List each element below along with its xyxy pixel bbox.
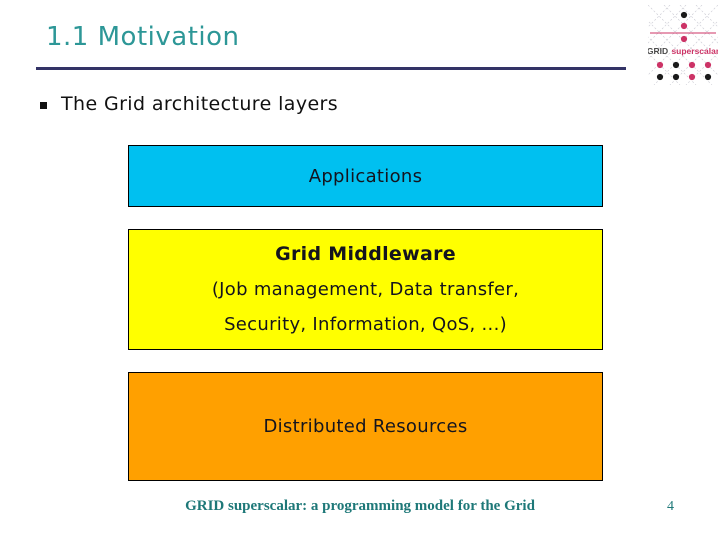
logo-bottom-dots (656, 61, 712, 81)
logo-top-dots (680, 11, 688, 43)
bullet-text: The Grid architecture layers (61, 93, 339, 115)
page-number: 4 (667, 499, 674, 514)
bullet-item: The Grid architecture layers (40, 93, 338, 115)
resources-label: Distributed Resources (263, 416, 468, 437)
middleware-line-2: (Job management, Data transfer, (211, 279, 520, 300)
title-underline (36, 67, 626, 70)
page-title: 1.1 Motivation (46, 22, 240, 52)
grid-superscalar-logo: GRID superscalar (648, 5, 718, 85)
layer-box-middleware: Grid Middleware (Job management, Data tr… (128, 229, 603, 350)
logo-wordmark: GRID superscalar (648, 46, 718, 56)
layer-box-resources: Distributed Resources (128, 372, 603, 481)
logo-lattice (648, 5, 718, 85)
bullet-icon (40, 101, 47, 109)
middleware-line-3: Security, Information, QoS, ...) (224, 314, 507, 335)
middleware-title: Grid Middleware (275, 243, 456, 265)
layer-box-applications: Applications (128, 145, 603, 207)
footer-text: GRID superscalar: a programming model fo… (185, 498, 535, 514)
applications-label: Applications (308, 165, 423, 187)
